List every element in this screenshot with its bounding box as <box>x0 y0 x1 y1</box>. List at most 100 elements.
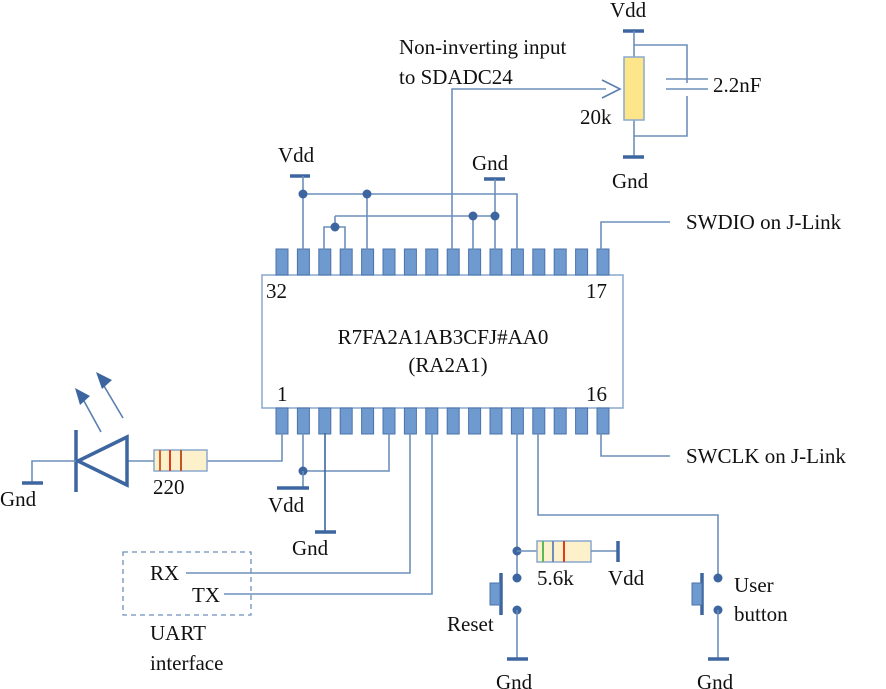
uart-rx-label: RX <box>150 561 179 585</box>
chip-pin-28 <box>361 248 375 276</box>
potentiometer: Vdd 2.2nF 20k Gnd <box>580 0 761 193</box>
swclk-net: SWCLK on J-Link <box>600 433 846 468</box>
chip-pin-2 <box>296 407 310 435</box>
gnd-label-bottom: Gnd <box>292 536 329 560</box>
wire-vdd-bus <box>303 193 518 250</box>
wire-gnd-pin29-30 <box>323 216 346 250</box>
user-switch-button-icon <box>691 582 703 606</box>
reset-switch-button-icon <box>489 582 501 606</box>
pot-body <box>623 56 645 121</box>
wire-pin1-resistor <box>207 433 283 462</box>
gnd-label-led: Gnd <box>0 487 37 511</box>
chip-pin-6 <box>382 407 396 435</box>
pot-wiper-arrow-icon <box>601 79 622 99</box>
led-arrow-icon <box>75 388 90 405</box>
user-button-label-line2: button <box>734 602 788 626</box>
user-button-circuit: Gnd User button <box>537 433 788 689</box>
chip: 32 17 1 16 R7FA2A1AB3CFJ#AA0 (RA2A1) <box>261 248 624 435</box>
chip-family: (RA2A1) <box>408 353 487 377</box>
cap-value: 2.2nF <box>713 73 761 97</box>
resistor-5-6k-label: 5.6k <box>537 566 574 590</box>
swclk-label: SWCLK on J-Link <box>686 444 846 468</box>
junction <box>468 211 478 221</box>
wire-swclk <box>600 433 670 457</box>
chip-pin-20 <box>532 248 546 276</box>
vdd-label-reset: Vdd <box>608 566 645 590</box>
led-diode-icon <box>74 434 129 488</box>
chip-pin-30 <box>318 248 332 276</box>
pin-32-label: 32 <box>266 279 287 303</box>
vdd-label-bottom: Vdd <box>268 493 305 517</box>
wire-vdd-bottom <box>302 433 390 472</box>
chip-part-number: R7FA2A1AB3CFJ#AA0 <box>338 325 549 349</box>
pin-1-label: 1 <box>277 382 288 406</box>
uart-interface: RX TX UART interface <box>122 433 433 675</box>
chip-pin-29 <box>339 248 353 276</box>
chip-pin-21 <box>510 248 524 276</box>
pot-value: 20k <box>580 105 612 129</box>
chip-pin-26 <box>403 248 417 276</box>
chip-body <box>261 274 624 409</box>
chip-pin-15 <box>575 407 589 435</box>
swdio-label: SWDIO on J-Link <box>686 210 842 234</box>
chip-pin-1 <box>275 407 289 435</box>
junction <box>298 189 308 199</box>
chip-pin-24 <box>446 248 460 276</box>
chip-pin-9 <box>446 407 460 435</box>
led-light-ray <box>83 400 102 433</box>
junction <box>362 189 372 199</box>
vdd-label-pot: Vdd <box>610 0 647 22</box>
uart-label-line1: UART <box>150 621 206 645</box>
gnd-label-reset: Gnd <box>496 670 533 689</box>
junction <box>490 211 500 221</box>
led-circuit: 220 Gnd <box>0 372 283 511</box>
non-inverting-label-line2: to SDADC24 <box>399 65 513 89</box>
chip-pin-11 <box>489 407 503 435</box>
chip-pins-bottom <box>275 407 610 435</box>
uart-box <box>122 551 252 616</box>
top-power-net: Vdd Gnd Non-inverting input to SDADC24 S… <box>278 35 842 250</box>
gnd-label-top: Gnd <box>472 151 509 175</box>
wire-user-button <box>537 433 719 578</box>
led-arrow-icon <box>96 372 112 389</box>
led-light-ray <box>103 385 124 419</box>
chip-pin-14 <box>553 407 567 435</box>
vdd-label-top: Vdd <box>278 143 315 167</box>
non-inverting-label-line1: Non-inverting input <box>399 35 567 59</box>
chip-pin-16 <box>596 407 610 435</box>
chip-pin-17 <box>596 248 610 276</box>
chip-pin-4 <box>339 407 353 435</box>
uart-tx-label: TX <box>192 583 220 607</box>
chip-pin-27 <box>382 248 396 276</box>
wire-sdadc-input <box>451 88 606 250</box>
gnd-label-pot: Gnd <box>612 169 649 193</box>
wire-led-gnd <box>31 460 76 482</box>
chip-pin-25 <box>425 248 439 276</box>
chip-pin-22 <box>489 248 503 276</box>
wire-pot <box>633 31 688 156</box>
switch-contact <box>713 573 723 583</box>
bottom-power-net: Vdd Gnd <box>268 433 390 560</box>
chip-pin-7 <box>403 407 417 435</box>
chip-pin-13 <box>532 407 546 435</box>
user-button-label-line1: User <box>734 573 774 597</box>
chip-pin-19 <box>553 248 567 276</box>
chip-pin-18 <box>575 248 589 276</box>
chip-pin-10 <box>468 407 482 435</box>
chip-pin-12 <box>510 407 524 435</box>
wire-rx <box>186 433 411 574</box>
reset-circuit: 5.6k Vdd Gnd Reset <box>447 433 645 689</box>
gnd-label-user: Gnd <box>697 670 734 689</box>
junction <box>330 222 340 232</box>
reset-label: Reset <box>447 612 494 636</box>
switch-contact <box>512 573 522 583</box>
chip-pin-32 <box>275 248 289 276</box>
wire-swdio <box>600 221 670 250</box>
chip-pin-5 <box>361 407 375 435</box>
chip-pin-31 <box>296 248 310 276</box>
pin-16-label: 16 <box>586 382 607 406</box>
chip-pin-3 <box>318 407 332 435</box>
resistor-220-label: 220 <box>153 475 185 499</box>
chip-pin-23 <box>468 248 482 276</box>
